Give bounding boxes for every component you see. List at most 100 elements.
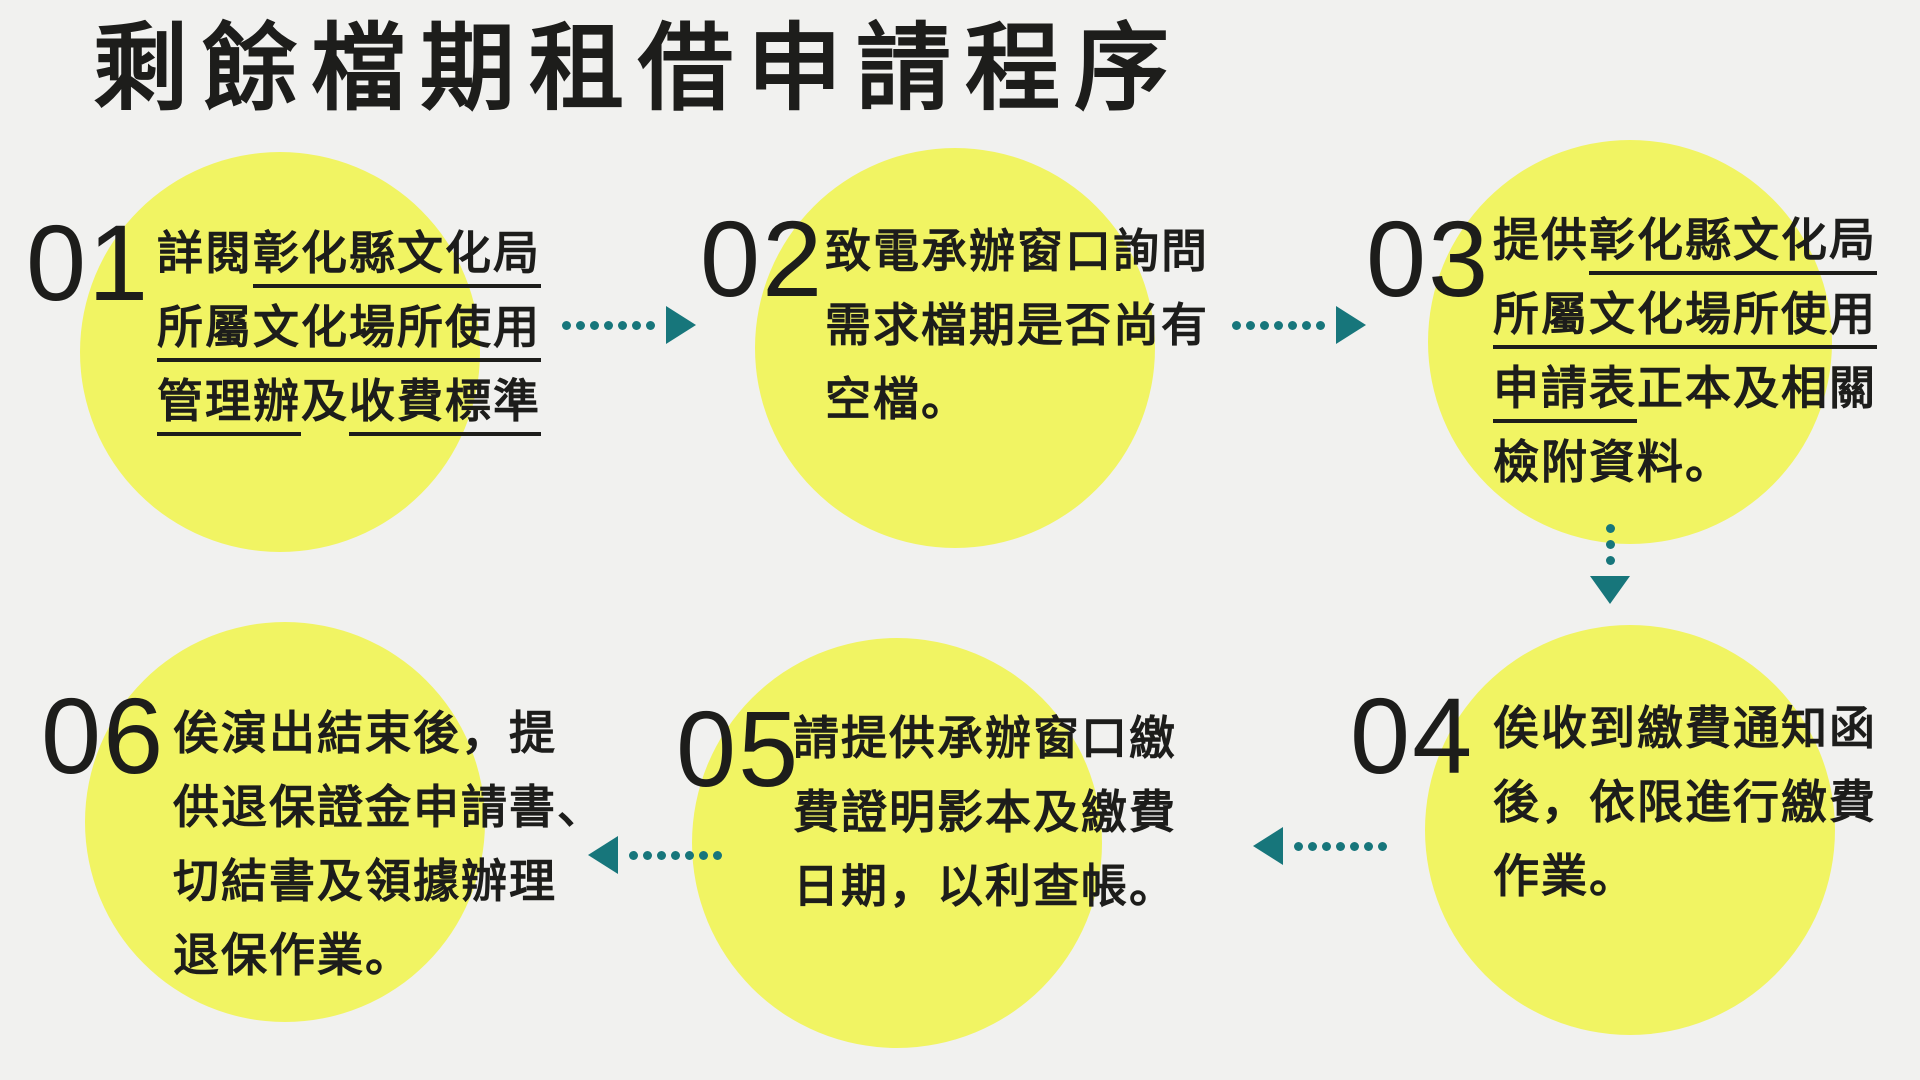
step-05-circle bbox=[692, 638, 1102, 1048]
arrow-dot bbox=[1605, 556, 1615, 565]
text-segment: 俟收到繳費通知函 bbox=[1493, 702, 1877, 754]
text-line: 供退保證金申請書、 bbox=[173, 770, 605, 844]
arrow-dot bbox=[1246, 320, 1255, 330]
underlined-text-segment: 管理辦 bbox=[157, 375, 301, 436]
text-segment: 日期，以利查帳。 bbox=[793, 860, 1177, 912]
text-segment: 提供 bbox=[1493, 214, 1589, 266]
step-06-circle bbox=[85, 622, 485, 1022]
text-line: 需求檔期是否尚有 bbox=[825, 288, 1209, 362]
arrow-dot bbox=[1378, 841, 1387, 851]
arrow-dot bbox=[1302, 320, 1311, 330]
underlined-text-segment: 彰化縣文化局 bbox=[1589, 214, 1877, 275]
text-line: 切結書及領據辦理 bbox=[173, 844, 605, 918]
text-line: 作業。 bbox=[1493, 839, 1877, 913]
arrow-head-icon bbox=[666, 306, 696, 344]
text-line: 費證明影本及繳費 bbox=[793, 775, 1177, 849]
underlined-text-segment: 彰化縣文化局 bbox=[253, 227, 541, 288]
arrow-02-to-03-icon bbox=[1232, 306, 1366, 344]
step-06-number: 06 bbox=[41, 675, 166, 796]
arrow-dot bbox=[576, 320, 585, 330]
arrow-dot bbox=[1336, 841, 1345, 851]
text-segment: 後，依限進行繳費 bbox=[1493, 776, 1877, 828]
text-line: 詳閱彰化縣文化局 bbox=[157, 216, 541, 290]
arrow-dot bbox=[1605, 524, 1615, 533]
arrow-dot bbox=[1274, 320, 1283, 330]
text-line: 提供彰化縣文化局 bbox=[1493, 203, 1877, 277]
text-line: 管理辦及收費標準 bbox=[157, 364, 541, 438]
arrow-dot bbox=[604, 320, 613, 330]
arrow-dot bbox=[618, 320, 627, 330]
step-04-text: 俟收到繳費通知函後，依限進行繳費作業。 bbox=[1493, 691, 1877, 913]
arrow-dot bbox=[1316, 320, 1325, 330]
step-03-text: 提供彰化縣文化局所屬文化場所使用申請表正本及相關檢附資料。 bbox=[1493, 203, 1877, 499]
arrow-head-icon bbox=[1253, 827, 1283, 865]
text-segment: 退保作業。 bbox=[173, 929, 413, 981]
arrow-dot bbox=[671, 850, 680, 860]
arrow-05-to-06-icon bbox=[588, 836, 722, 874]
text-line: 後，依限進行繳費 bbox=[1493, 765, 1877, 839]
arrow-dot bbox=[562, 320, 571, 330]
arrow-dot bbox=[629, 850, 638, 860]
step-01-circle bbox=[80, 152, 480, 552]
step-02-text: 致電承辦窗口詢問需求檔期是否尚有空檔。 bbox=[825, 214, 1209, 436]
arrow-04-to-05-icon bbox=[1253, 827, 1387, 865]
text-segment: 請提供承辦窗口繳 bbox=[793, 712, 1177, 764]
arrow-dot bbox=[1350, 841, 1359, 851]
arrow-head-icon bbox=[1590, 576, 1630, 604]
text-line: 日期，以利查帳。 bbox=[793, 849, 1177, 923]
text-line: 所屬文化場所使用 bbox=[157, 290, 541, 364]
step-03-circle bbox=[1428, 140, 1832, 544]
arrow-dot bbox=[699, 850, 708, 860]
text-segment: 致電承辦窗口詢問 bbox=[825, 225, 1209, 277]
text-line: 俟收到繳費通知函 bbox=[1493, 691, 1877, 765]
step-05-number: 05 bbox=[676, 688, 801, 809]
text-segment: 作業。 bbox=[1493, 850, 1637, 902]
text-line: 檢附資料。 bbox=[1493, 425, 1877, 499]
arrow-dot bbox=[657, 850, 666, 860]
arrow-dot bbox=[1364, 841, 1373, 851]
text-line: 申請表正本及相關 bbox=[1493, 351, 1877, 425]
text-line: 空檔。 bbox=[825, 362, 1209, 436]
arrow-head-icon bbox=[588, 836, 618, 874]
arrow-dot bbox=[1232, 320, 1241, 330]
underlined-text-segment: 所屬文化場所使用 bbox=[1493, 288, 1877, 349]
arrow-01-to-02-icon bbox=[562, 306, 696, 344]
underlined-text-segment: 所屬文化場所使用 bbox=[157, 301, 541, 362]
arrow-dot bbox=[643, 850, 652, 860]
step-05-text: 請提供承辦窗口繳費證明影本及繳費日期，以利查帳。 bbox=[793, 701, 1177, 923]
text-segment: 檢附資料。 bbox=[1493, 436, 1733, 488]
step-01-text: 詳閱彰化縣文化局所屬文化場所使用管理辦及收費標準 bbox=[157, 216, 541, 438]
arrow-dot bbox=[1288, 320, 1297, 330]
arrow-dot bbox=[590, 320, 599, 330]
arrow-head-icon bbox=[1336, 306, 1366, 344]
underlined-text-segment: 收費標準 bbox=[349, 375, 541, 436]
arrow-dot bbox=[1605, 540, 1615, 549]
arrow-dot bbox=[1322, 841, 1331, 851]
text-line: 所屬文化場所使用 bbox=[1493, 277, 1877, 351]
arrow-dot bbox=[1308, 841, 1317, 851]
arrow-dot bbox=[685, 850, 694, 860]
text-line: 退保作業。 bbox=[173, 918, 605, 992]
arrow-dot bbox=[632, 320, 641, 330]
text-segment: 空檔。 bbox=[825, 373, 969, 425]
arrow-03-to-04-icon bbox=[1590, 524, 1630, 604]
text-segment: 俟演出結束後，提 bbox=[173, 707, 557, 759]
text-line: 請提供承辦窗口繳 bbox=[793, 701, 1177, 775]
step-02-number: 02 bbox=[700, 198, 825, 319]
arrow-dot bbox=[1294, 841, 1303, 851]
step-06-text: 俟演出結束後，提供退保證金申請書、切結書及領據辦理退保作業。 bbox=[173, 696, 605, 992]
text-line: 致電承辦窗口詢問 bbox=[825, 214, 1209, 288]
text-segment: 切結書及領據辦理 bbox=[173, 855, 557, 907]
text-segment: 需求檔期是否尚有 bbox=[825, 299, 1209, 351]
text-line: 俟演出結束後，提 bbox=[173, 696, 605, 770]
page-title: 剩餘檔期租借申請程序 bbox=[93, 16, 1184, 122]
step-01-number: 01 bbox=[26, 202, 151, 323]
text-segment: 費證明影本及繳費 bbox=[793, 786, 1177, 838]
text-segment: 供退保證金申請書、 bbox=[173, 781, 605, 833]
text-segment: 及 bbox=[301, 375, 349, 427]
arrow-dot bbox=[1260, 320, 1269, 330]
step-04-circle bbox=[1425, 625, 1835, 1035]
arrow-dot bbox=[713, 850, 722, 860]
step-03-number: 03 bbox=[1366, 198, 1491, 319]
